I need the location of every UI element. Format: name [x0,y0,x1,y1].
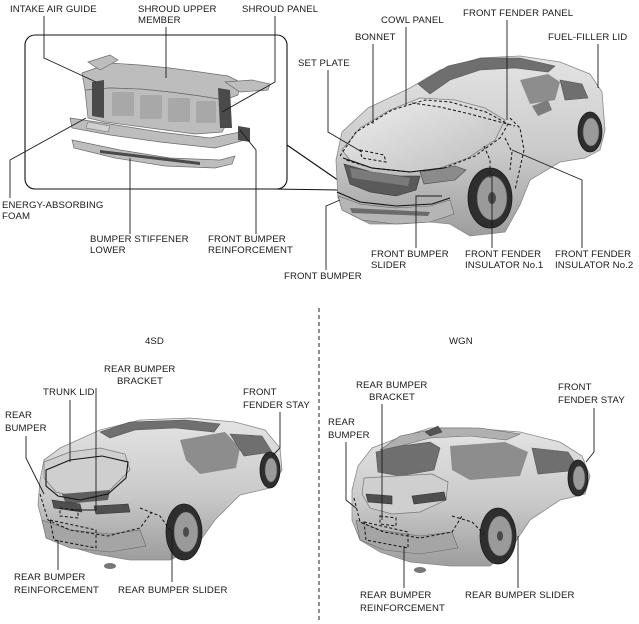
label-front-fender-insulator-2-l2: INSULATOR No.2 [555,260,633,271]
sedan-trunk-lid-outline [45,455,129,501]
front-bumper-outline [336,191,451,207]
wagon-label-front-fender-stay-l2: FENDER STAY [558,395,625,406]
fender-outline [509,117,525,191]
sedan-label-rear-bumper-reinforcement-l2: REINFORCEMENT [14,585,99,596]
sedan-reinforcement-outline [49,519,97,549]
inset-connector-lower [271,188,341,191]
label-bonnet: BONNET [355,32,396,43]
wagon-label-rear-bumper-reinforcement-l1: REAR BUMPER [360,590,431,601]
wagon-label-rear-bumper-bracket-l1: REAR BUMPER [356,380,427,391]
label-shroud-panel: SHROUD PANEL [242,4,319,15]
wagon-label-rear-bumper-l1: REAR [328,417,355,428]
label-front-fender-insulator-1-l2: INSULATOR No.1 [465,260,543,271]
label-fuel-filler-lid: FUEL-FILLER LID [548,32,627,43]
label-front-bumper: FRONT BUMPER [284,271,362,282]
sedan-rear-bumper-outline [39,493,153,537]
cowl-panel-outline [411,102,516,127]
wagon-bracket-outline [379,515,397,527]
front-section: INTAKE AIR GUIDE SHROUD UPPER MEMBER SHR… [2,4,633,282]
sedan-label-rear-bumper-bracket-l1: REAR BUMPER [104,364,175,375]
label-front-bumper-slider-l2: SLIDER [371,260,406,271]
front-leader-lines [9,16,599,270]
inset-frame [24,34,288,190]
sedan-label-trunk-lid: TRUNK LID [43,387,95,398]
front-car-illustration [335,55,606,237]
label-cowl-panel: COWL PANEL [381,15,444,26]
wagon-label-rear-bumper-l2: BUMPER [328,430,370,441]
wagon-section: WGN REAR BUMPER BRACKET REAR BUMPER [328,336,625,614]
bonnet-edge-line [342,157,445,173]
wagon-rear-bumper-outline [353,497,463,539]
sedan-bracket-outline [59,507,79,519]
label-shroud-upper-member-l1: SHROUD UPPER [138,4,217,15]
sedan-label-rear-bumper-bracket-l2: BRACKET [117,376,163,387]
fender-insulator-1-outline [483,145,491,178]
sedan-leader-lines [25,388,281,582]
label-intake-air-guide: INTAKE AIR GUIDE [10,4,97,15]
label-energy-absorbing-foam-l2: FOAM [2,211,30,222]
wagon-leader-lines [345,404,595,588]
label-bumper-stiffener-lower-l1: BUMPER STIFFENER [90,234,189,245]
label-bumper-stiffener-lower-l2: LOWER [90,245,126,256]
sedan-label-rear-bumper-l1: REAR [5,410,32,421]
label-front-bumper-reinforcement-l2: REINFORCEMENT [208,245,293,256]
wagon-label-rear-bumper-reinforcement-l2: REINFORCEMENT [360,603,445,614]
label-front-fender-panel: FRONT FENDER PANEL [463,8,574,19]
sedan-label-rear-bumper-l2: BUMPER [5,423,47,434]
shroud-assembly-illustration [69,54,271,169]
label-front-bumper-slider-l1: FRONT BUMPER [371,249,449,260]
sedan-slider-outline [139,507,171,531]
label-energy-absorbing-foam-l1: ENERGY-ABSORBING [2,200,103,211]
sedan-label-front-fender-stay-l1: FRONT [243,387,277,398]
sedan-label-front-fender-stay-l2: FENDER STAY [243,400,310,411]
sedan-label-rear-bumper-slider: REAR BUMPER SLIDER [118,585,228,596]
inset-connector-upper [286,144,346,186]
set-plate-outline [359,149,387,163]
sedan-car-illustration [37,417,283,569]
wagon-reinforcement-outline [363,521,409,549]
sedan-section: 4SD REAR BUMPER BRACKET TRUNK LID REAR [5,336,310,596]
fender-insulator-2-outline [504,137,513,171]
sedan-label-rear-bumper-reinforcement-l1: REAR BUMPER [14,572,85,583]
wagon-slider-outline [451,515,485,535]
wagon-car-illustration [351,425,591,573]
label-front-bumper-reinforcement-l1: FRONT BUMPER [208,234,286,245]
wagon-label-rear-bumper-bracket-l2: BRACKET [369,392,415,403]
wagon-label-rear-bumper-slider: REAR BUMPER SLIDER [465,590,575,601]
sedan-title: 4SD [145,336,164,347]
label-shroud-upper-member-l2: MEMBER [138,15,181,26]
wagon-title: WGN [449,336,473,347]
wagon-label-front-fender-stay-l1: FRONT [558,382,592,393]
label-front-fender-insulator-2-l1: FRONT FENDER [555,249,631,260]
label-front-fender-insulator-1-l1: FRONT FENDER [465,249,541,260]
label-set-plate: SET PLATE [298,58,350,69]
